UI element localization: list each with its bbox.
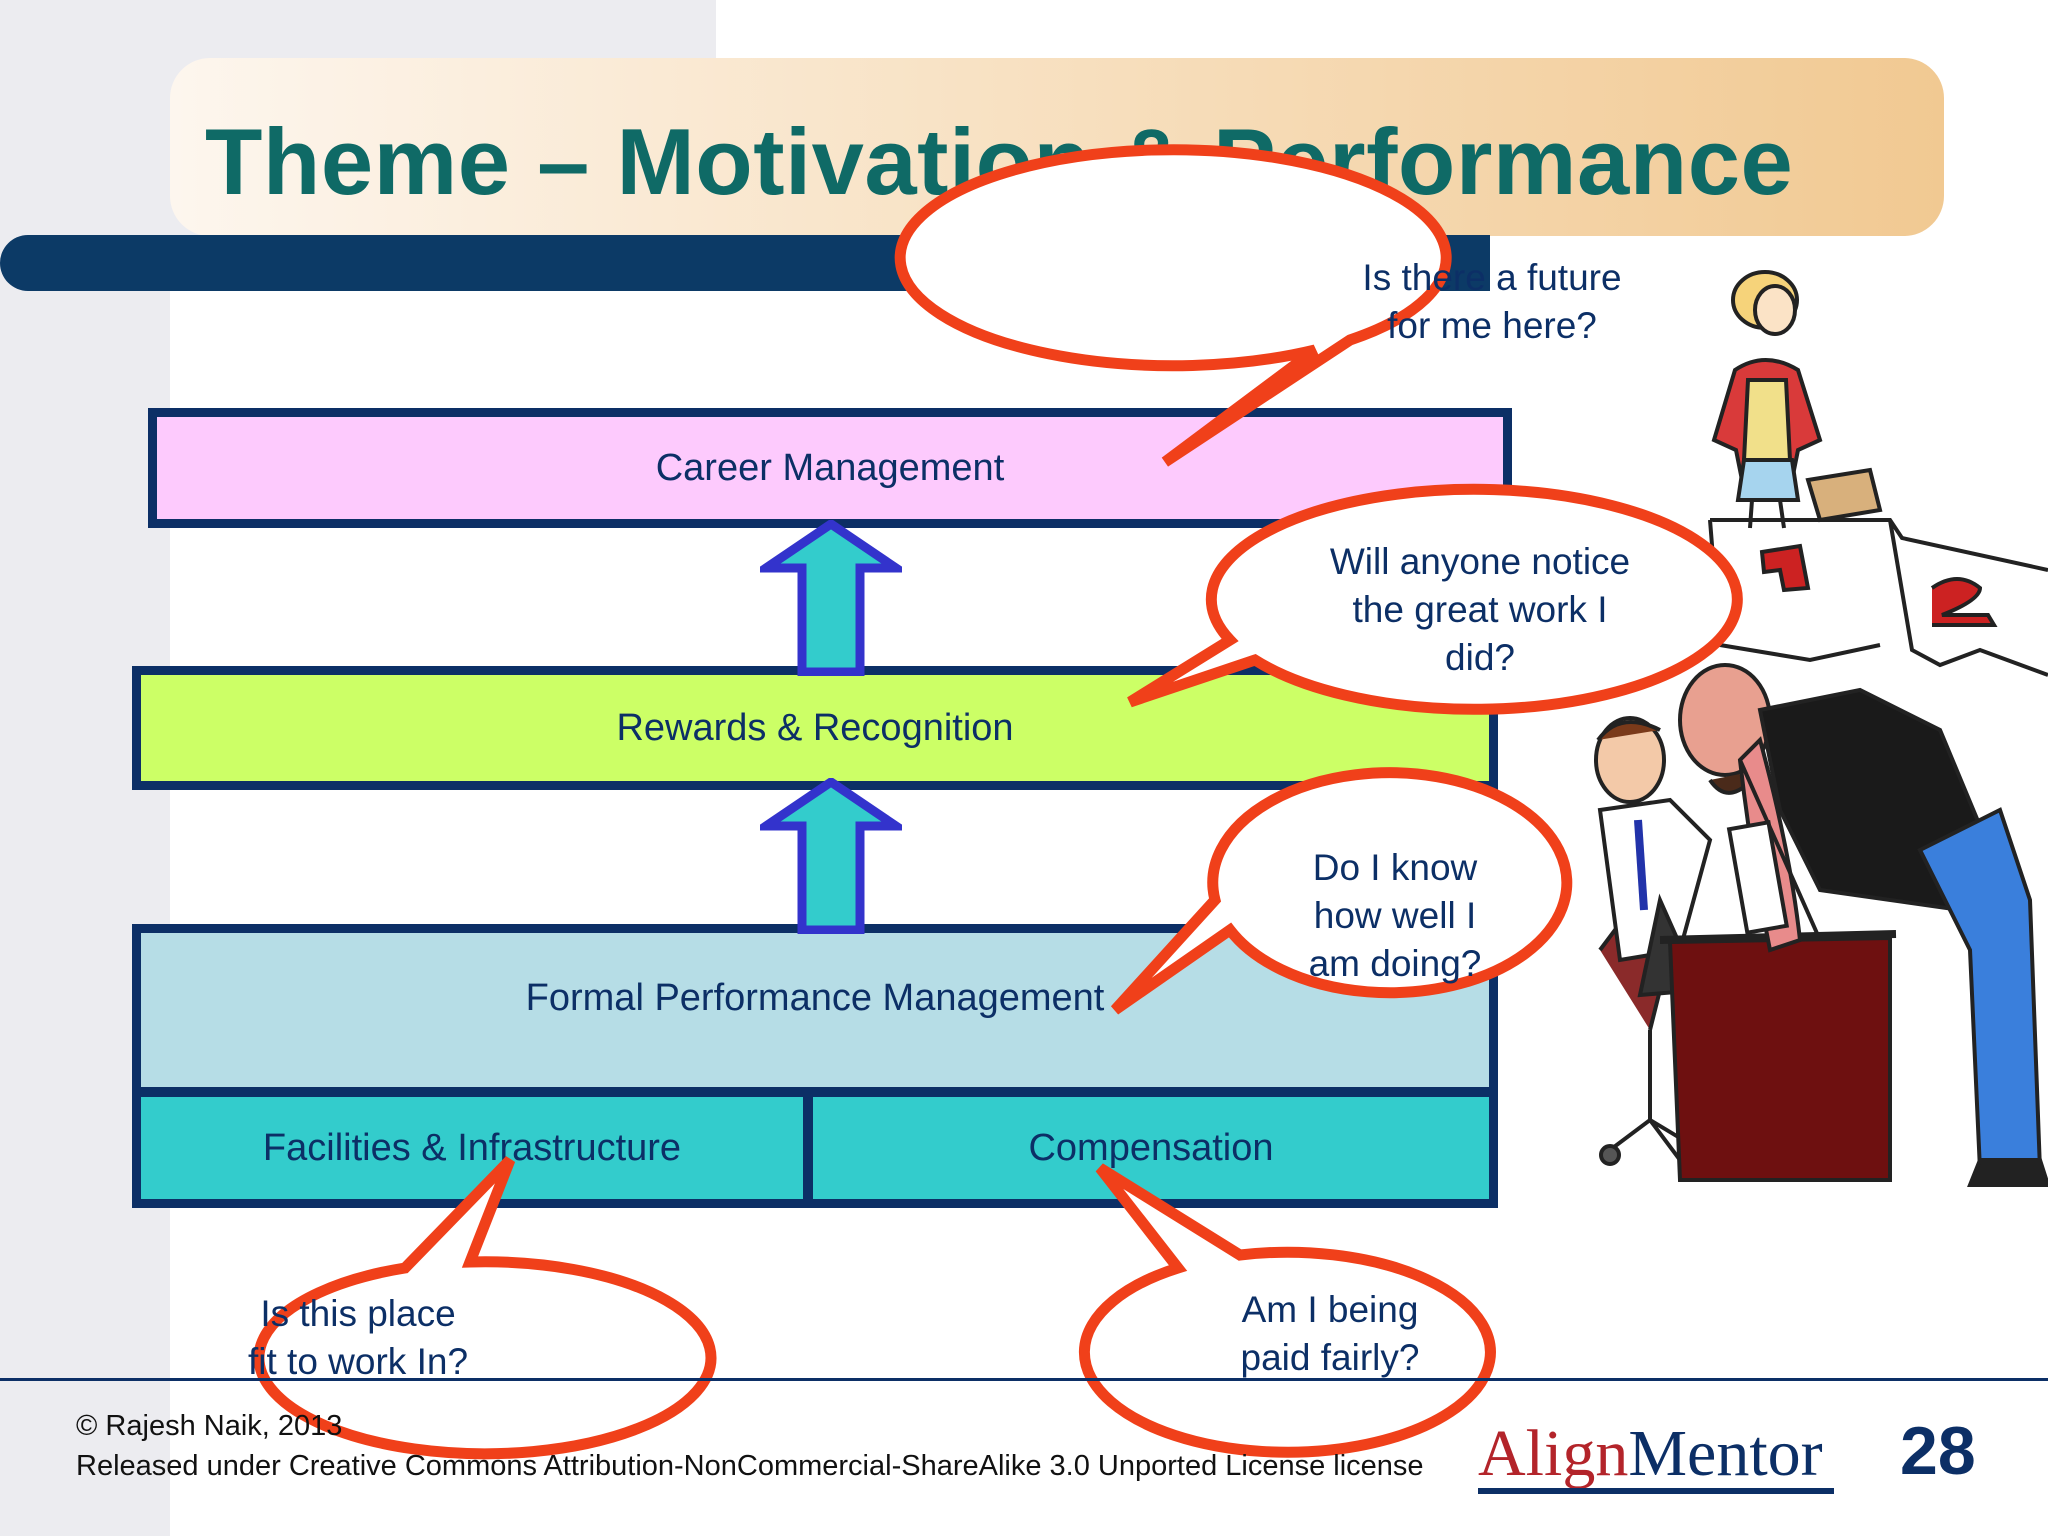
page-number: 28 bbox=[1900, 1413, 1976, 1489]
bubble-paid-line: paid fairly? bbox=[1240, 1337, 1420, 1378]
bubble-paid-text: Am I being paid fairly? bbox=[1180, 1286, 1480, 1382]
formal-performance-label: Formal Performance Management bbox=[525, 976, 1105, 1019]
rewards-recognition-box: Rewards & Recognition bbox=[132, 666, 1498, 790]
compensation-box: Compensation bbox=[804, 1088, 1498, 1208]
footer-license: Released under Creative Commons Attribut… bbox=[76, 1450, 1424, 1482]
compensation-label: Compensation bbox=[1028, 1126, 1274, 1169]
alignmentor-logo: AlignMentor bbox=[1478, 1416, 1823, 1492]
bubble-notice-outline bbox=[1127, 483, 1743, 715]
bubble-future-line: for me here? bbox=[1387, 305, 1597, 346]
bubble-doing-line: Do I know bbox=[1312, 847, 1478, 888]
bubble-future-outline bbox=[894, 144, 1452, 467]
logo-mentor: Mentor bbox=[1628, 1417, 1823, 1490]
podium-woman-illustration bbox=[1708, 270, 2048, 677]
bubble-doing-text: Do I know how well I am doing? bbox=[1255, 844, 1535, 988]
career-management-label: Career Management bbox=[655, 446, 1005, 489]
bubble-place-text: Is this place fit to work In? bbox=[208, 1290, 508, 1386]
bubble-paid-line: Am I being bbox=[1241, 1289, 1419, 1330]
rewards-recognition-label: Rewards & Recognition bbox=[616, 706, 1014, 749]
bubble-doing-outline bbox=[1110, 767, 1573, 1015]
footer-copyright: © Rajesh Naik, 2013 bbox=[76, 1410, 343, 1442]
up-arrow-icon bbox=[760, 778, 902, 934]
bubble-notice-line: the great work I bbox=[1352, 589, 1608, 630]
bubble-doing-line: am doing? bbox=[1308, 943, 1482, 984]
bubble-place-line: fit to work In? bbox=[247, 1341, 469, 1382]
bubble-future-line: Is there a future bbox=[1362, 257, 1622, 298]
bubble-doing-line: how well I bbox=[1313, 895, 1477, 936]
bubble-notice-line: Will anyone notice bbox=[1329, 541, 1631, 582]
bubble-notice-text: Will anyone notice the great work I did? bbox=[1300, 538, 1660, 682]
facilities-label: Facilities & Infrastructure bbox=[262, 1126, 682, 1169]
bubble-paid-outline bbox=[1078, 1163, 1496, 1458]
angry-boss-illustration bbox=[1594, 663, 2048, 1187]
logo-align: Align bbox=[1478, 1417, 1629, 1490]
bubble-place-line: Is this place bbox=[260, 1293, 456, 1334]
logo-underline bbox=[1478, 1488, 1834, 1494]
bubble-future-text: Is there a future for me here? bbox=[1322, 254, 1662, 350]
up-arrow-icon bbox=[760, 520, 902, 676]
footer-divider bbox=[0, 1378, 2048, 1381]
bubble-notice-line: did? bbox=[1445, 637, 1515, 678]
